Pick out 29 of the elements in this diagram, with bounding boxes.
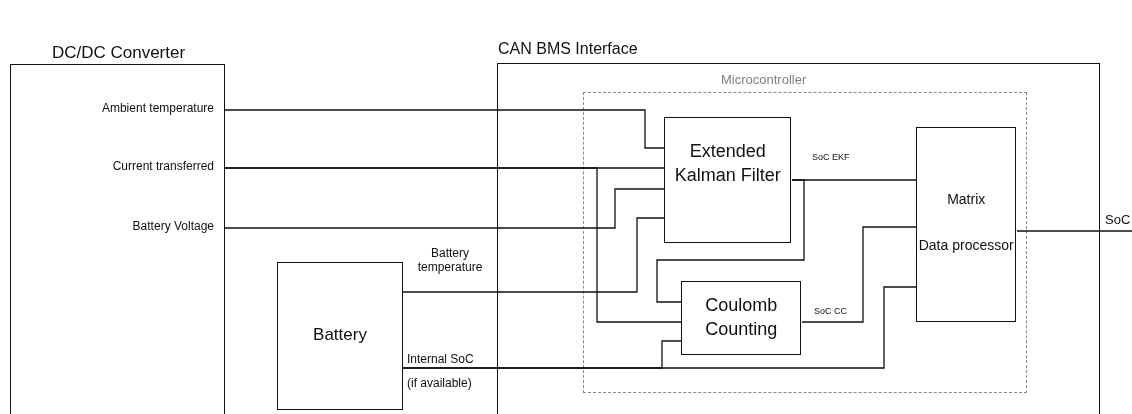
block-label: Data processor <box>917 236 1015 256</box>
connector-line <box>791 179 918 181</box>
block-label: Coulomb Counting <box>704 294 779 341</box>
signal-label: Internal SoC <box>407 353 474 367</box>
boundary-label: Microcontroller <box>719 72 808 89</box>
edge-label: SoC CC <box>814 306 847 316</box>
signal-label: Ambient temperature <box>101 102 214 116</box>
connector-line <box>224 188 666 229</box>
signal-label: Current transferred <box>112 160 214 174</box>
block-label: Extended Kalman Filter <box>673 140 782 187</box>
block-heading: CAN BMS Interface <box>498 39 638 59</box>
edge-label: SoC <box>1105 212 1131 227</box>
connector-line <box>656 179 805 303</box>
connector-line <box>224 167 683 323</box>
process-box <box>664 117 792 244</box>
connector-line <box>224 109 666 149</box>
edge-label: SoC EKF <box>812 152 850 162</box>
process-box <box>681 281 802 356</box>
block-label: Matrix <box>946 191 987 208</box>
connector-line <box>801 226 918 323</box>
block-label: Battery <box>312 325 368 345</box>
signal-label: Battery Voltage <box>132 220 214 234</box>
signal-label: Battery temperature <box>416 247 484 275</box>
block-heading: DC/DC Converter <box>50 43 187 65</box>
connector-line <box>1016 230 1132 232</box>
connector-line <box>402 217 666 293</box>
connector-line <box>402 340 683 369</box>
signal-label: (if available) <box>407 377 472 391</box>
process-box <box>916 127 1017 323</box>
